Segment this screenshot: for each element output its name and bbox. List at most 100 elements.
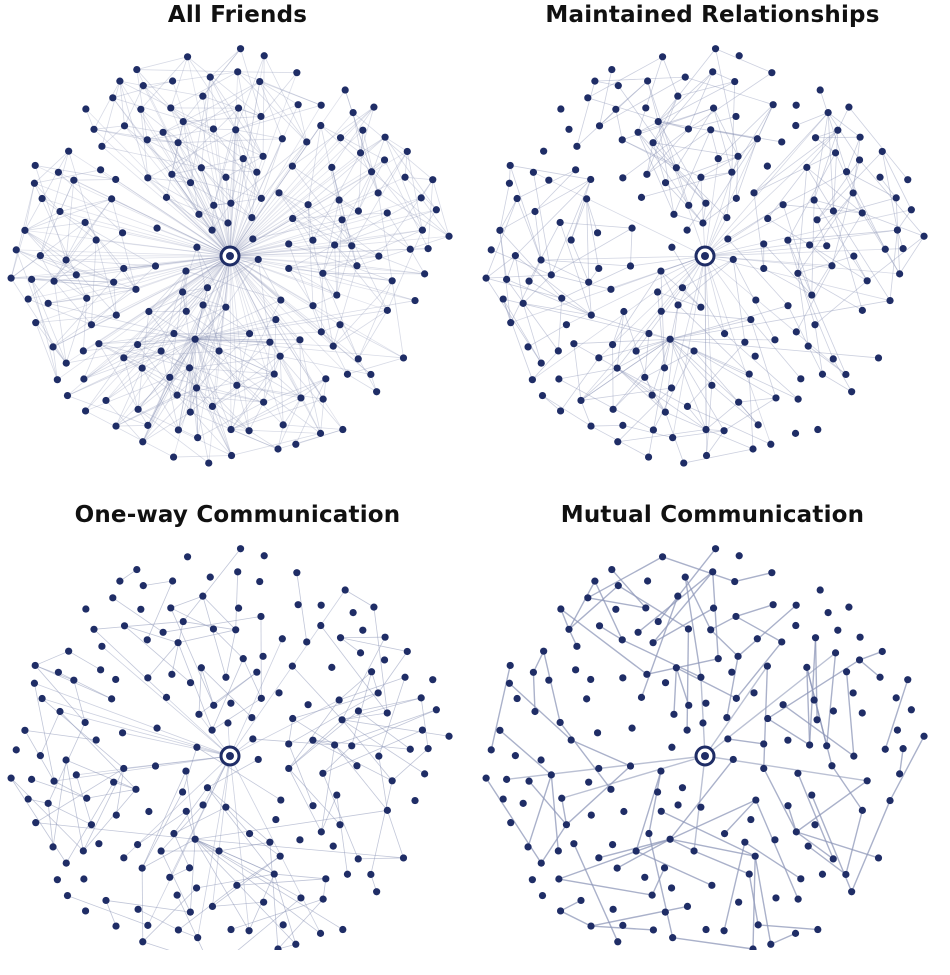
edge: [341, 637, 386, 638]
friend-node: [134, 841, 141, 848]
friend-node: [619, 674, 626, 681]
edge: [890, 230, 897, 300]
friend-node: [95, 340, 102, 347]
friend-node: [668, 884, 675, 891]
friend-node: [133, 66, 140, 73]
friend-node: [570, 340, 577, 347]
friend-node: [730, 256, 737, 263]
friend-node: [797, 875, 804, 882]
friend-node: [710, 605, 717, 612]
edge: [230, 756, 321, 933]
friend-node: [344, 871, 351, 878]
friend-node: [93, 736, 100, 743]
edge: [566, 766, 630, 825]
friend-node: [401, 674, 408, 681]
friend-node: [296, 836, 303, 843]
friend-node: [337, 134, 344, 141]
friend-node: [82, 907, 89, 914]
friend-node: [920, 733, 927, 740]
friend-node: [336, 196, 343, 203]
friend-node: [199, 801, 206, 808]
edge: [587, 199, 598, 233]
friend-node: [88, 821, 95, 828]
friend-node: [137, 606, 144, 613]
friend-node: [139, 438, 146, 445]
edge: [559, 379, 654, 430]
friend-node: [555, 875, 562, 882]
friend-node: [110, 779, 117, 786]
edge: [713, 572, 719, 659]
friend-node: [710, 105, 717, 112]
friend-node: [649, 392, 656, 399]
friend-node: [728, 669, 735, 676]
friend-node: [174, 392, 181, 399]
friend-node: [764, 715, 771, 722]
friend-node: [320, 896, 327, 903]
friend-node: [194, 934, 201, 941]
edge: [274, 874, 326, 879]
edge: [358, 698, 421, 711]
friend-node: [628, 725, 635, 732]
friend-node: [186, 364, 193, 371]
edge: [323, 746, 352, 774]
edge: [190, 839, 195, 912]
edge: [661, 271, 678, 305]
friend-node: [384, 807, 391, 814]
friend-node: [607, 786, 614, 793]
friend-node: [56, 708, 63, 715]
friend-node: [734, 153, 741, 160]
friend-node: [357, 149, 364, 156]
friend-node: [764, 663, 771, 670]
friend-node: [31, 180, 38, 187]
friend-node: [856, 656, 863, 663]
edge: [661, 256, 705, 311]
friend-node: [670, 711, 677, 718]
edge: [665, 305, 678, 412]
edge: [764, 244, 812, 295]
friend-node: [573, 143, 580, 150]
friend-node: [357, 649, 364, 656]
friend-node: [285, 765, 292, 772]
friend-node: [814, 926, 821, 933]
edge: [195, 839, 301, 898]
friend-node: [175, 426, 182, 433]
friend-node: [830, 855, 837, 862]
edge: [636, 771, 661, 851]
friend-node: [355, 855, 362, 862]
friend-node: [65, 648, 72, 655]
friend-node: [752, 296, 759, 303]
friend-node: [643, 171, 650, 178]
friend-node: [32, 819, 39, 826]
edge: [178, 630, 236, 643]
edge: [232, 898, 301, 950]
friend-node: [135, 906, 142, 913]
friend-node: [771, 336, 778, 343]
edge: [226, 630, 236, 677]
edge: [379, 180, 433, 256]
friend-node: [255, 256, 262, 263]
friend-node: [778, 638, 785, 645]
friend-node: [353, 262, 360, 269]
friend-node: [186, 864, 193, 871]
edge: [517, 170, 576, 199]
friend-node: [690, 847, 697, 854]
friend-node: [109, 94, 116, 101]
friend-node: [619, 174, 626, 181]
friend-node: [249, 735, 256, 742]
friend-node: [228, 452, 235, 459]
friend-node: [90, 126, 97, 133]
friend-node: [277, 853, 284, 860]
edge: [617, 839, 670, 868]
friend-node: [381, 656, 388, 663]
friend-node: [557, 605, 564, 612]
friend-node: [538, 360, 545, 367]
friend-node: [319, 270, 326, 277]
friend-node: [253, 669, 260, 676]
friend-node: [608, 566, 615, 573]
friend-node: [594, 229, 601, 236]
edge: [86, 411, 174, 457]
friend-node: [732, 113, 739, 120]
friend-node: [684, 903, 691, 910]
friend-node: [429, 676, 436, 683]
friend-node: [594, 729, 601, 736]
